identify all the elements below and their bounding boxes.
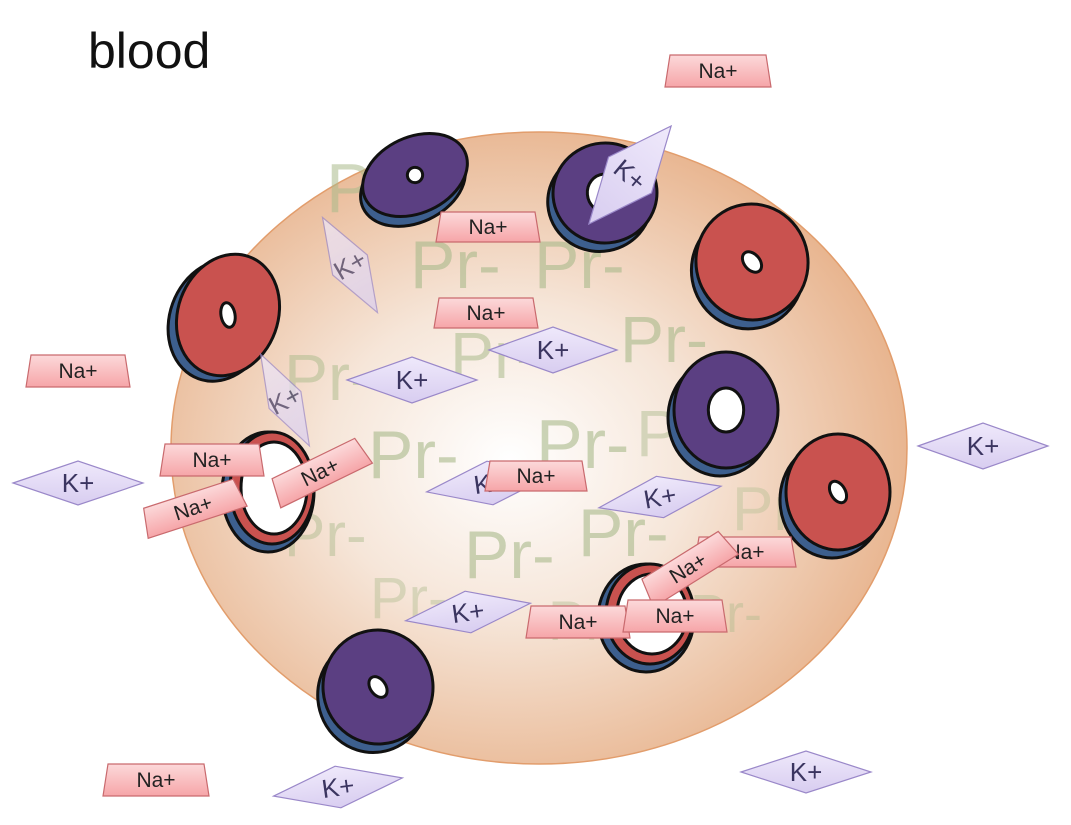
- sodium-ion-tag: Na+: [102, 763, 210, 797]
- potassium-ion-label: K+: [967, 431, 1000, 461]
- sodium-ion-label: Na+: [725, 541, 764, 564]
- potassium-ion-diamond: K+: [11, 460, 145, 506]
- potassium-ion-diamond: K+: [403, 590, 533, 634]
- ion-pump-disc: [689, 202, 810, 331]
- ion-pump-disc: [166, 252, 282, 383]
- sodium-ion-tag: Na+: [435, 211, 541, 243]
- sodium-ion-label: Na+: [192, 449, 231, 472]
- potassium-ion-diamond: K+: [597, 475, 723, 519]
- sodium-ion-tag: Na+: [159, 443, 265, 477]
- potassium-ion-label: K+: [62, 468, 95, 498]
- potassium-ion-diamond: K+: [587, 124, 673, 226]
- diagram-title: blood: [88, 23, 211, 79]
- potassium-ion-label: K+: [450, 595, 486, 629]
- sodium-layer: Na+ Na+ Na+ Na+ Na+ Na+ Na+ Na+ Na+ Na+: [25, 54, 797, 797]
- sodium-ion-label: Na+: [136, 769, 175, 792]
- protein-anion-label: Pr-: [464, 517, 555, 593]
- sodium-ion-tag: Na+: [433, 297, 539, 329]
- ion-pump-disc: [316, 628, 435, 754]
- sodium-ion-label: Na+: [516, 465, 555, 488]
- sodium-ion-label: Na+: [698, 60, 737, 83]
- sodium-ion-label: Na+: [58, 360, 97, 383]
- sodium-ion-label: Na+: [655, 605, 694, 628]
- potassium-ion-diamond: K+: [271, 765, 405, 809]
- potassium-ion-diamond: K+: [345, 356, 479, 404]
- potassium-ion-diamond: K+: [916, 422, 1050, 470]
- potassium-ion-label: K+: [320, 770, 356, 804]
- potassium-ion-diamond: K+: [259, 352, 311, 448]
- potassium-ion-diamond: K+: [487, 326, 619, 374]
- potassium-ion-label: K+: [537, 335, 570, 365]
- potassium-ion-label: K+: [790, 757, 823, 787]
- sodium-ion-label: Na+: [468, 216, 507, 239]
- sodium-ion-tag: Na+: [525, 605, 631, 639]
- potassium-ion-diamond: K+: [739, 750, 873, 794]
- ion-pump-disc: [359, 131, 469, 228]
- sodium-ion-tag: Na+: [622, 599, 728, 633]
- ion-pump-disc: [778, 432, 892, 560]
- sodium-ion-tag: Na+: [664, 54, 772, 88]
- sodium-ion-tag: Na+: [25, 354, 131, 388]
- sodium-ion-tag: Na+: [484, 460, 588, 492]
- sodium-ion-label: Na+: [466, 302, 505, 325]
- ion-pump-disc: [666, 350, 780, 478]
- protein-anion-label: Pr-: [368, 417, 459, 493]
- potassium-ion-label: K+: [641, 479, 678, 514]
- sodium-ion-label: Na+: [558, 611, 597, 634]
- foreground-layer: K+ Na+ Na+ Na+: [271, 124, 740, 633]
- potassium-ion-label: K+: [396, 365, 429, 395]
